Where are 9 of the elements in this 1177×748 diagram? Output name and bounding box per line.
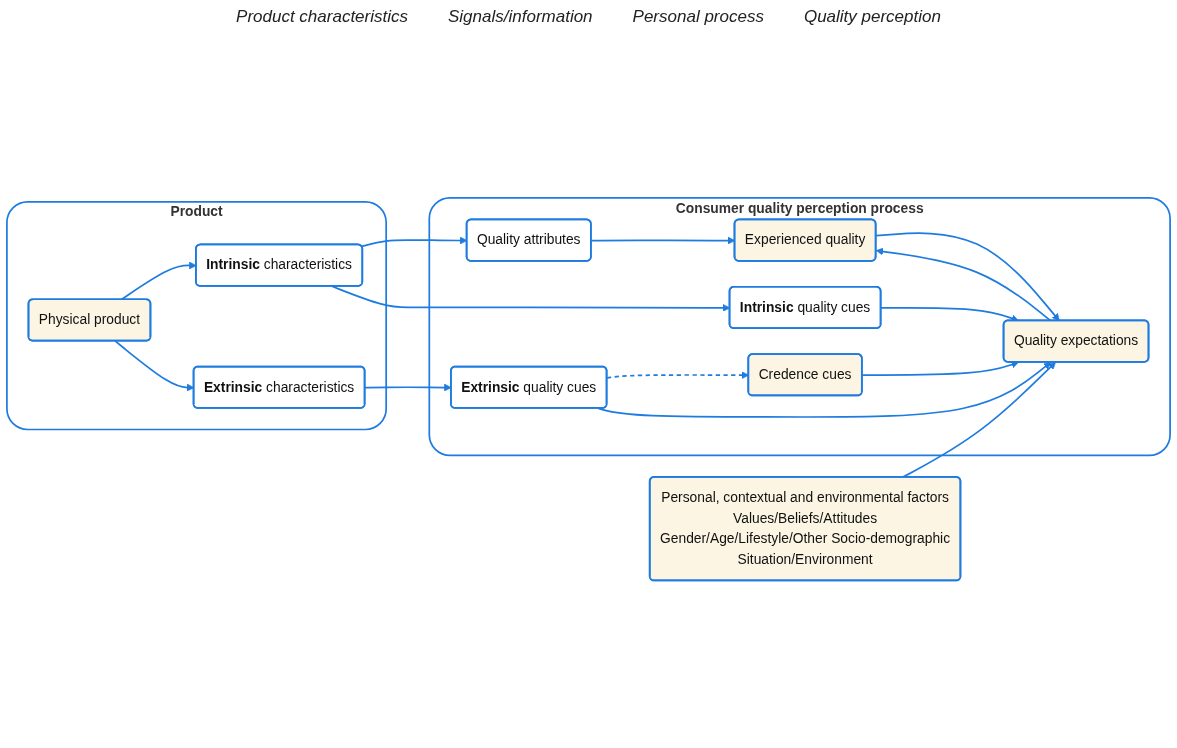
- arrow: [875, 232, 1060, 321]
- arrow: [597, 361, 1052, 418]
- column-heading: Product characteristics: [236, 7, 408, 27]
- arrow: [861, 360, 1019, 376]
- column-heading: Personal process: [632, 7, 764, 27]
- arrow: [875, 247, 1052, 322]
- column-heading: Quality perception: [803, 7, 941, 27]
- column-heading: Signals/information: [448, 7, 593, 27]
- arrow: [880, 306, 1019, 322]
